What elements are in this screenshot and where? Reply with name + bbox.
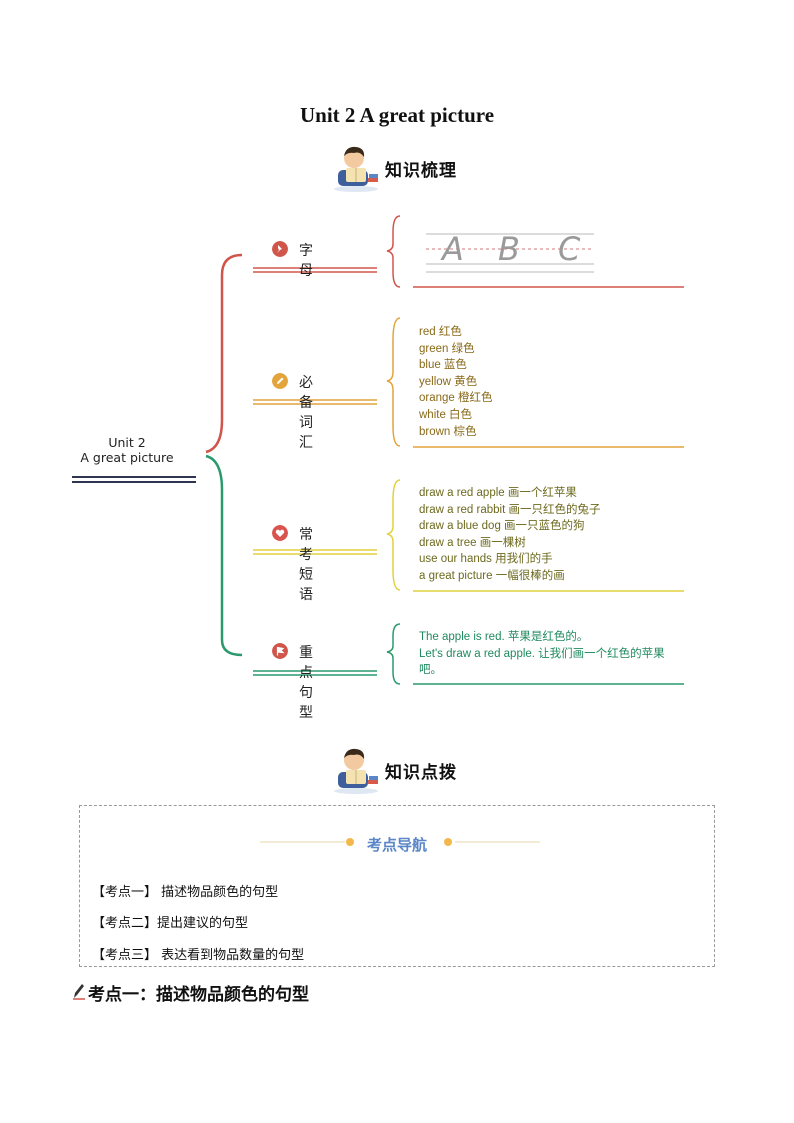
exam-point-item: 【考点二】提出建议的句型	[92, 916, 249, 931]
document-title: Unit 2 A great picture	[299, 103, 495, 127]
list-item: brown 棕色	[419, 425, 477, 438]
exam-point-heading: 考点一：描述物品颜色的句型	[88, 985, 309, 1005]
root-line-1: Unit 2	[108, 435, 146, 450]
list-item: 吧。	[419, 664, 442, 677]
exam-points-nav-box: 考点导航 【考点一】 描述物品颜色的句型 【考点二】提出建议的句型 【考点三】 …	[79, 805, 715, 967]
letters-writing-box: A B C	[440, 226, 590, 274]
section-heading-label: 知识梳理	[385, 161, 457, 181]
pencil-icon	[272, 373, 288, 389]
reading-kid-icon	[334, 748, 378, 794]
flag-icon	[272, 643, 288, 659]
pin-icon	[272, 241, 288, 257]
list-item: white 白色	[419, 408, 473, 421]
section-heading-summary: 知识梳理	[330, 144, 570, 194]
sentences-list: The apple is red. 苹果是红色的。 Let's draw a r…	[419, 629, 665, 679]
section-heading-tips: 知识点拨	[330, 746, 570, 796]
pen-icon	[73, 984, 85, 1000]
list-item: draw a tree 画一棵树	[419, 536, 526, 549]
list-item: use our hands 用我们的手	[419, 553, 553, 566]
nav-title-decoration	[260, 838, 540, 846]
mindmap-root: Unit 2 A great picture	[72, 435, 182, 465]
list-item: draw a red rabbit 画一只红色的兔子	[419, 503, 601, 516]
letter-glyph: A	[442, 230, 464, 268]
list-item: red 红色	[419, 326, 462, 338]
list-item: Let's draw a red apple. 让我们画一个红色的苹果	[419, 647, 665, 660]
list-item: a great picture 一幅很棒的画	[419, 569, 565, 582]
mindmap-connectors	[72, 215, 684, 685]
letter-glyph: C	[558, 230, 581, 268]
list-item: orange 橙红色	[419, 392, 493, 405]
branch-sentences-label: 重点句型	[299, 645, 313, 721]
exam-point-item: 【考点三】 表达看到物品数量的句型	[92, 948, 305, 963]
branch-letters-label: 字母	[299, 243, 313, 279]
list-item: draw a red apple 画一个红苹果	[419, 487, 577, 499]
branch-vocab-label: 必备词汇	[299, 375, 313, 451]
reading-kid-icon	[334, 146, 378, 192]
root-line-2: A great picture	[80, 450, 174, 465]
vocab-list: red 红色 green 绿色 blue 蓝色 yellow 黄色 orange…	[419, 324, 493, 440]
phrases-list: draw a red apple 画一个红苹果 draw a red rabbi…	[419, 485, 601, 585]
nav-title: 考点导航	[366, 836, 427, 854]
letter-glyph: B	[498, 230, 520, 268]
list-item: draw a blue dog 画一只蓝色的狗	[419, 520, 585, 533]
list-item: green 绿色	[419, 342, 475, 355]
branch-phrases-label: 常考短语	[299, 527, 313, 603]
list-item: blue 蓝色	[419, 359, 467, 372]
list-item: yellow 黄色	[419, 375, 478, 388]
section-heading-label: 知识点拨	[385, 763, 457, 783]
heart-icon	[272, 525, 288, 541]
list-item: The apple is red. 苹果是红色的。	[419, 631, 589, 643]
exam-point-item: 【考点一】 描述物品颜色的句型	[92, 885, 279, 900]
